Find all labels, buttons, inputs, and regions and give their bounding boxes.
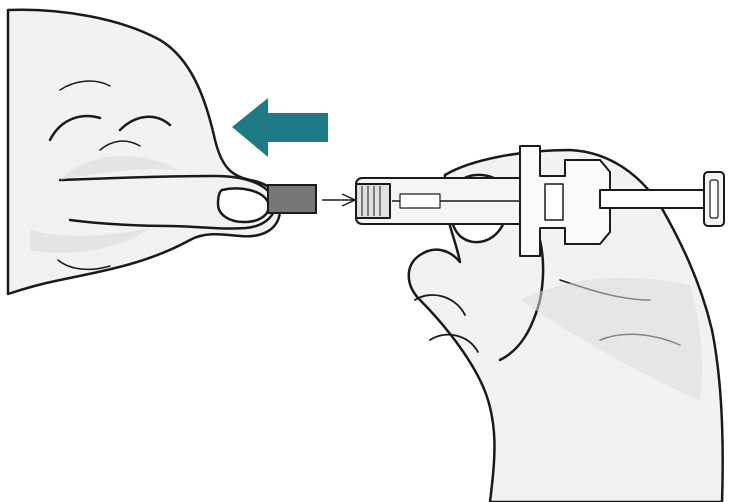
- pull-left-arrow-icon: [232, 98, 328, 157]
- needle-cap: [268, 185, 316, 213]
- needle: [322, 194, 355, 206]
